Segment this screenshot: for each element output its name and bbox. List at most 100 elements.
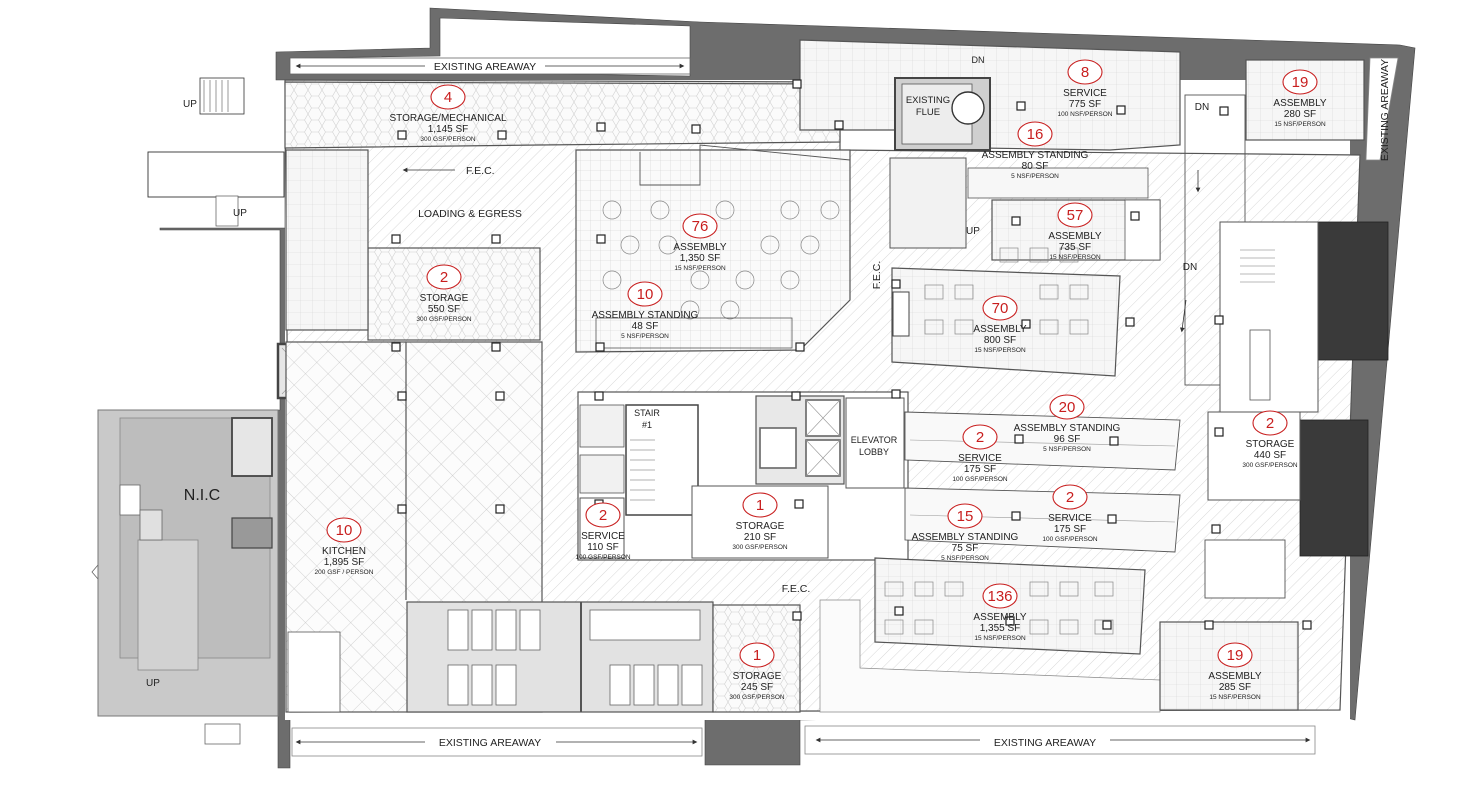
room-load-factor: 300 GSF/PERSON [729, 694, 785, 701]
up-label: UP [966, 226, 980, 237]
occupancy-ring [1067, 59, 1103, 85]
nic-label: N.I.C [184, 487, 220, 504]
dn-label: DN [1195, 102, 1209, 113]
room-name: SERVICE [958, 453, 1002, 464]
occupancy-ring [1017, 121, 1053, 147]
tables-assembly-800 [924, 247, 1089, 335]
room-load-factor: 100 GSF/PERSON [952, 476, 1008, 483]
dn-label: DN [1183, 262, 1197, 273]
occupancy-count: 10 [637, 286, 654, 303]
stair-number: #1 [642, 420, 652, 430]
room-load-factor: 15 NSF/PERSON [674, 265, 726, 272]
room-load-factor: 5 NSF/PERSON [1011, 173, 1059, 180]
room-name: ASSEMBLY STANDING [912, 532, 1019, 543]
restrooms [406, 601, 714, 713]
occupancy-count: 1 [756, 497, 764, 514]
room-name: STORAGE [420, 293, 469, 304]
exterior-ramp-left: UP [147, 151, 285, 227]
standing-strips [904, 411, 1181, 553]
room-load-factor: 200 GSF / PERSON [315, 569, 374, 576]
fec-arrow: F.E.C. [402, 165, 495, 177]
room-area: 96 SF [1054, 434, 1081, 445]
room-area: 440 SF [1254, 450, 1286, 461]
assembly-800-room [891, 267, 1121, 377]
room-area: 1,350 SF [680, 253, 721, 264]
existing-areaway-bottom-left: EXISTING AREAWAY [291, 727, 703, 757]
occupancy-ring [1057, 202, 1093, 228]
room-area: 550 SF [428, 304, 460, 315]
room-name: STORAGE [736, 521, 785, 532]
occupancy-count: 2 [1266, 415, 1274, 432]
existing-areaway-right: EXISTING AREAWAY [1365, 57, 1399, 161]
dn-label: DN [972, 55, 985, 65]
fec-label: F.E.C. [466, 165, 495, 177]
occupancy-count: 2 [440, 269, 448, 286]
occupancy-count: 2 [976, 429, 984, 446]
room-area: 1,895 SF [324, 557, 365, 568]
occupancy-ring [1217, 642, 1253, 668]
existing-areaway-top: EXISTING AREAWAY [289, 57, 691, 75]
room-name: STORAGE [733, 671, 782, 682]
up-label: UP [233, 208, 247, 219]
occupancy-ring [627, 281, 663, 307]
room-area: 1,355 SF [980, 623, 1021, 634]
tables-assembly-1350 [602, 200, 840, 320]
occupancy-count: 2 [599, 507, 607, 524]
flue-label: FLUE [916, 107, 940, 118]
assembly-standing-48-room [595, 317, 793, 349]
occupancy-ring [326, 517, 362, 543]
elevator-lobby [845, 397, 905, 489]
occupancy-count: 8 [1081, 64, 1089, 81]
occupancy-count: 57 [1067, 207, 1084, 224]
occupancy-count: 20 [1059, 399, 1076, 416]
room-load-factor: 100 GSF/PERSON [575, 554, 631, 561]
room-load-factor: 15 NSF/PERSON [974, 635, 1026, 642]
occupancy-count: 2 [1066, 489, 1074, 506]
occupancy-ring [1052, 484, 1088, 510]
existing-areaway-label: EXISTING AREAWAY [439, 737, 541, 749]
occupancy-ring [982, 295, 1018, 321]
room-load-factor: 100 GSF/PERSON [1042, 536, 1098, 543]
existing-areaway-label: EXISTING AREAWAY [1379, 59, 1391, 161]
room-name: ASSEMBLY STANDING [1014, 423, 1121, 434]
room-name: ASSEMBLY [1273, 98, 1326, 109]
occupancy-count: 70 [992, 300, 1009, 317]
room-area: 245 SF [741, 682, 773, 693]
occupancy-ring [426, 264, 462, 290]
storage-mechanical-room [284, 81, 841, 149]
room-area: 800 SF [984, 335, 1016, 346]
room-name: ASSEMBLY [973, 612, 1026, 623]
room-load-factor: 100 NSF/PERSON [1058, 111, 1113, 118]
room-area: 175 SF [1054, 524, 1086, 535]
room-name: ASSEMBLY STANDING [592, 310, 699, 321]
room-load-factor: 15 NSF/PERSON [1209, 694, 1261, 701]
room-area: 285 SF [1219, 682, 1251, 693]
room-name: ASSEMBLY [973, 324, 1026, 335]
existing-label: EXISTING [906, 95, 950, 106]
room-name: ASSEMBLY STANDING [982, 150, 1089, 161]
room-area: 80 SF [1022, 161, 1049, 172]
room-area: 110 SF [587, 542, 619, 553]
room-name: SERVICE [1063, 88, 1107, 99]
room-load-factor: 300 GSF/PERSON [420, 136, 476, 143]
loading-egress-label: LOADING & EGRESS [418, 208, 522, 220]
occupancy-ring [982, 583, 1018, 609]
